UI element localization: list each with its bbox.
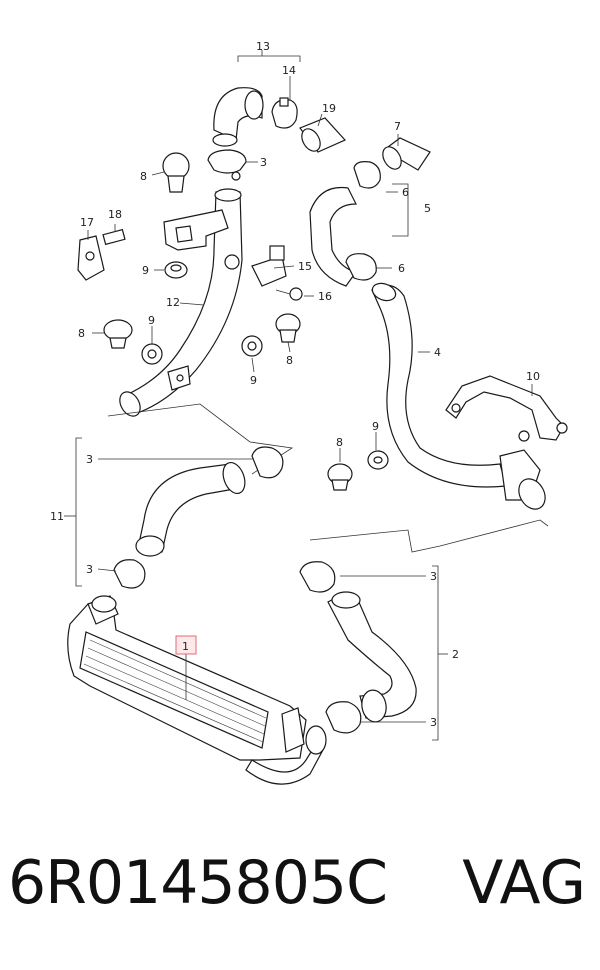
hose-5 (309, 186, 358, 287)
callout-9: 9 (148, 314, 155, 327)
callout-10: 10 (526, 370, 540, 383)
hose-2 (327, 591, 417, 723)
grommet-9-right (241, 335, 263, 357)
callout-15: 15 (298, 260, 312, 273)
hose-7 (382, 137, 431, 171)
exploded-parts-diagram: 13 14 19 3 8 7 6 5 17 18 9 15 6 16 12 8 … (50, 40, 568, 785)
callout-3: 3 (430, 570, 437, 583)
brand-name: VAG (462, 848, 586, 918)
callout-6: 6 (402, 186, 409, 199)
clamp-6-top (353, 161, 381, 189)
callout-9: 9 (142, 264, 149, 277)
callout-1: 1 (182, 640, 189, 653)
grommet-9-left (141, 343, 163, 365)
callout-3: 3 (86, 453, 93, 466)
sensor-8-right (275, 313, 301, 343)
callout-14: 14 (282, 64, 296, 77)
grommet-9-lower (367, 450, 389, 470)
bracket-plate (163, 209, 229, 251)
callout-9: 9 (372, 420, 379, 433)
hose-11 (135, 461, 246, 557)
callout-8: 8 (336, 436, 343, 449)
hose-19 (299, 117, 347, 153)
callout-8: 8 (286, 354, 293, 367)
clamp-3-11-bottom (113, 559, 146, 589)
highlight-part-1 (175, 635, 197, 655)
sensor-15 (224, 245, 287, 287)
bracket-13 (237, 50, 301, 62)
callout-3: 3 (430, 716, 437, 729)
leader-lines (64, 76, 533, 723)
callout-17: 17 (80, 216, 94, 229)
callout-2: 2 (452, 648, 459, 661)
bracket-11 (75, 437, 82, 587)
callout-3: 3 (260, 156, 267, 169)
callout-8: 8 (140, 170, 147, 183)
sensor-8-top (162, 152, 190, 193)
sensor-8-left (103, 319, 133, 349)
bracket-17 (77, 235, 105, 281)
hose-13 (212, 87, 264, 147)
bolt-16 (275, 287, 303, 301)
clamp-14 (271, 97, 298, 129)
callout-11: 11 (50, 510, 64, 523)
grommet-9-top (164, 261, 188, 279)
pipe-12 (119, 188, 243, 417)
callout-16: 16 (318, 290, 332, 303)
callout-19: 19 (322, 102, 336, 115)
callout-18: 18 (108, 208, 122, 221)
clamp-3-11-top (251, 446, 284, 479)
pipe-4 (371, 282, 546, 510)
bracket-5 (392, 183, 409, 237)
clamp-3-top (207, 149, 247, 181)
bolt-18 (102, 228, 126, 246)
part-number: 6R0145805C (8, 848, 388, 918)
bracket-2 (432, 565, 448, 741)
callout-labels: 13 14 19 3 8 7 6 5 17 18 9 15 6 16 12 8 … (50, 40, 540, 729)
clamp-3-2-top (299, 561, 336, 593)
callout-3: 3 (86, 563, 93, 576)
callout-13: 13 (256, 40, 270, 53)
callout-6: 6 (398, 262, 405, 275)
callout-7: 7 (394, 120, 401, 133)
callout-9: 9 (250, 374, 257, 387)
callout-8: 8 (78, 327, 85, 340)
callout-4: 4 (434, 346, 441, 359)
bracket-10 (445, 375, 568, 442)
callout-12: 12 (166, 296, 180, 309)
clamp-3-2-bottom (325, 701, 362, 734)
clamp-6-mid (345, 253, 377, 281)
callout-5: 5 (424, 202, 431, 215)
intercooler-1 (67, 595, 327, 785)
sensor-8-lower (327, 463, 353, 491)
